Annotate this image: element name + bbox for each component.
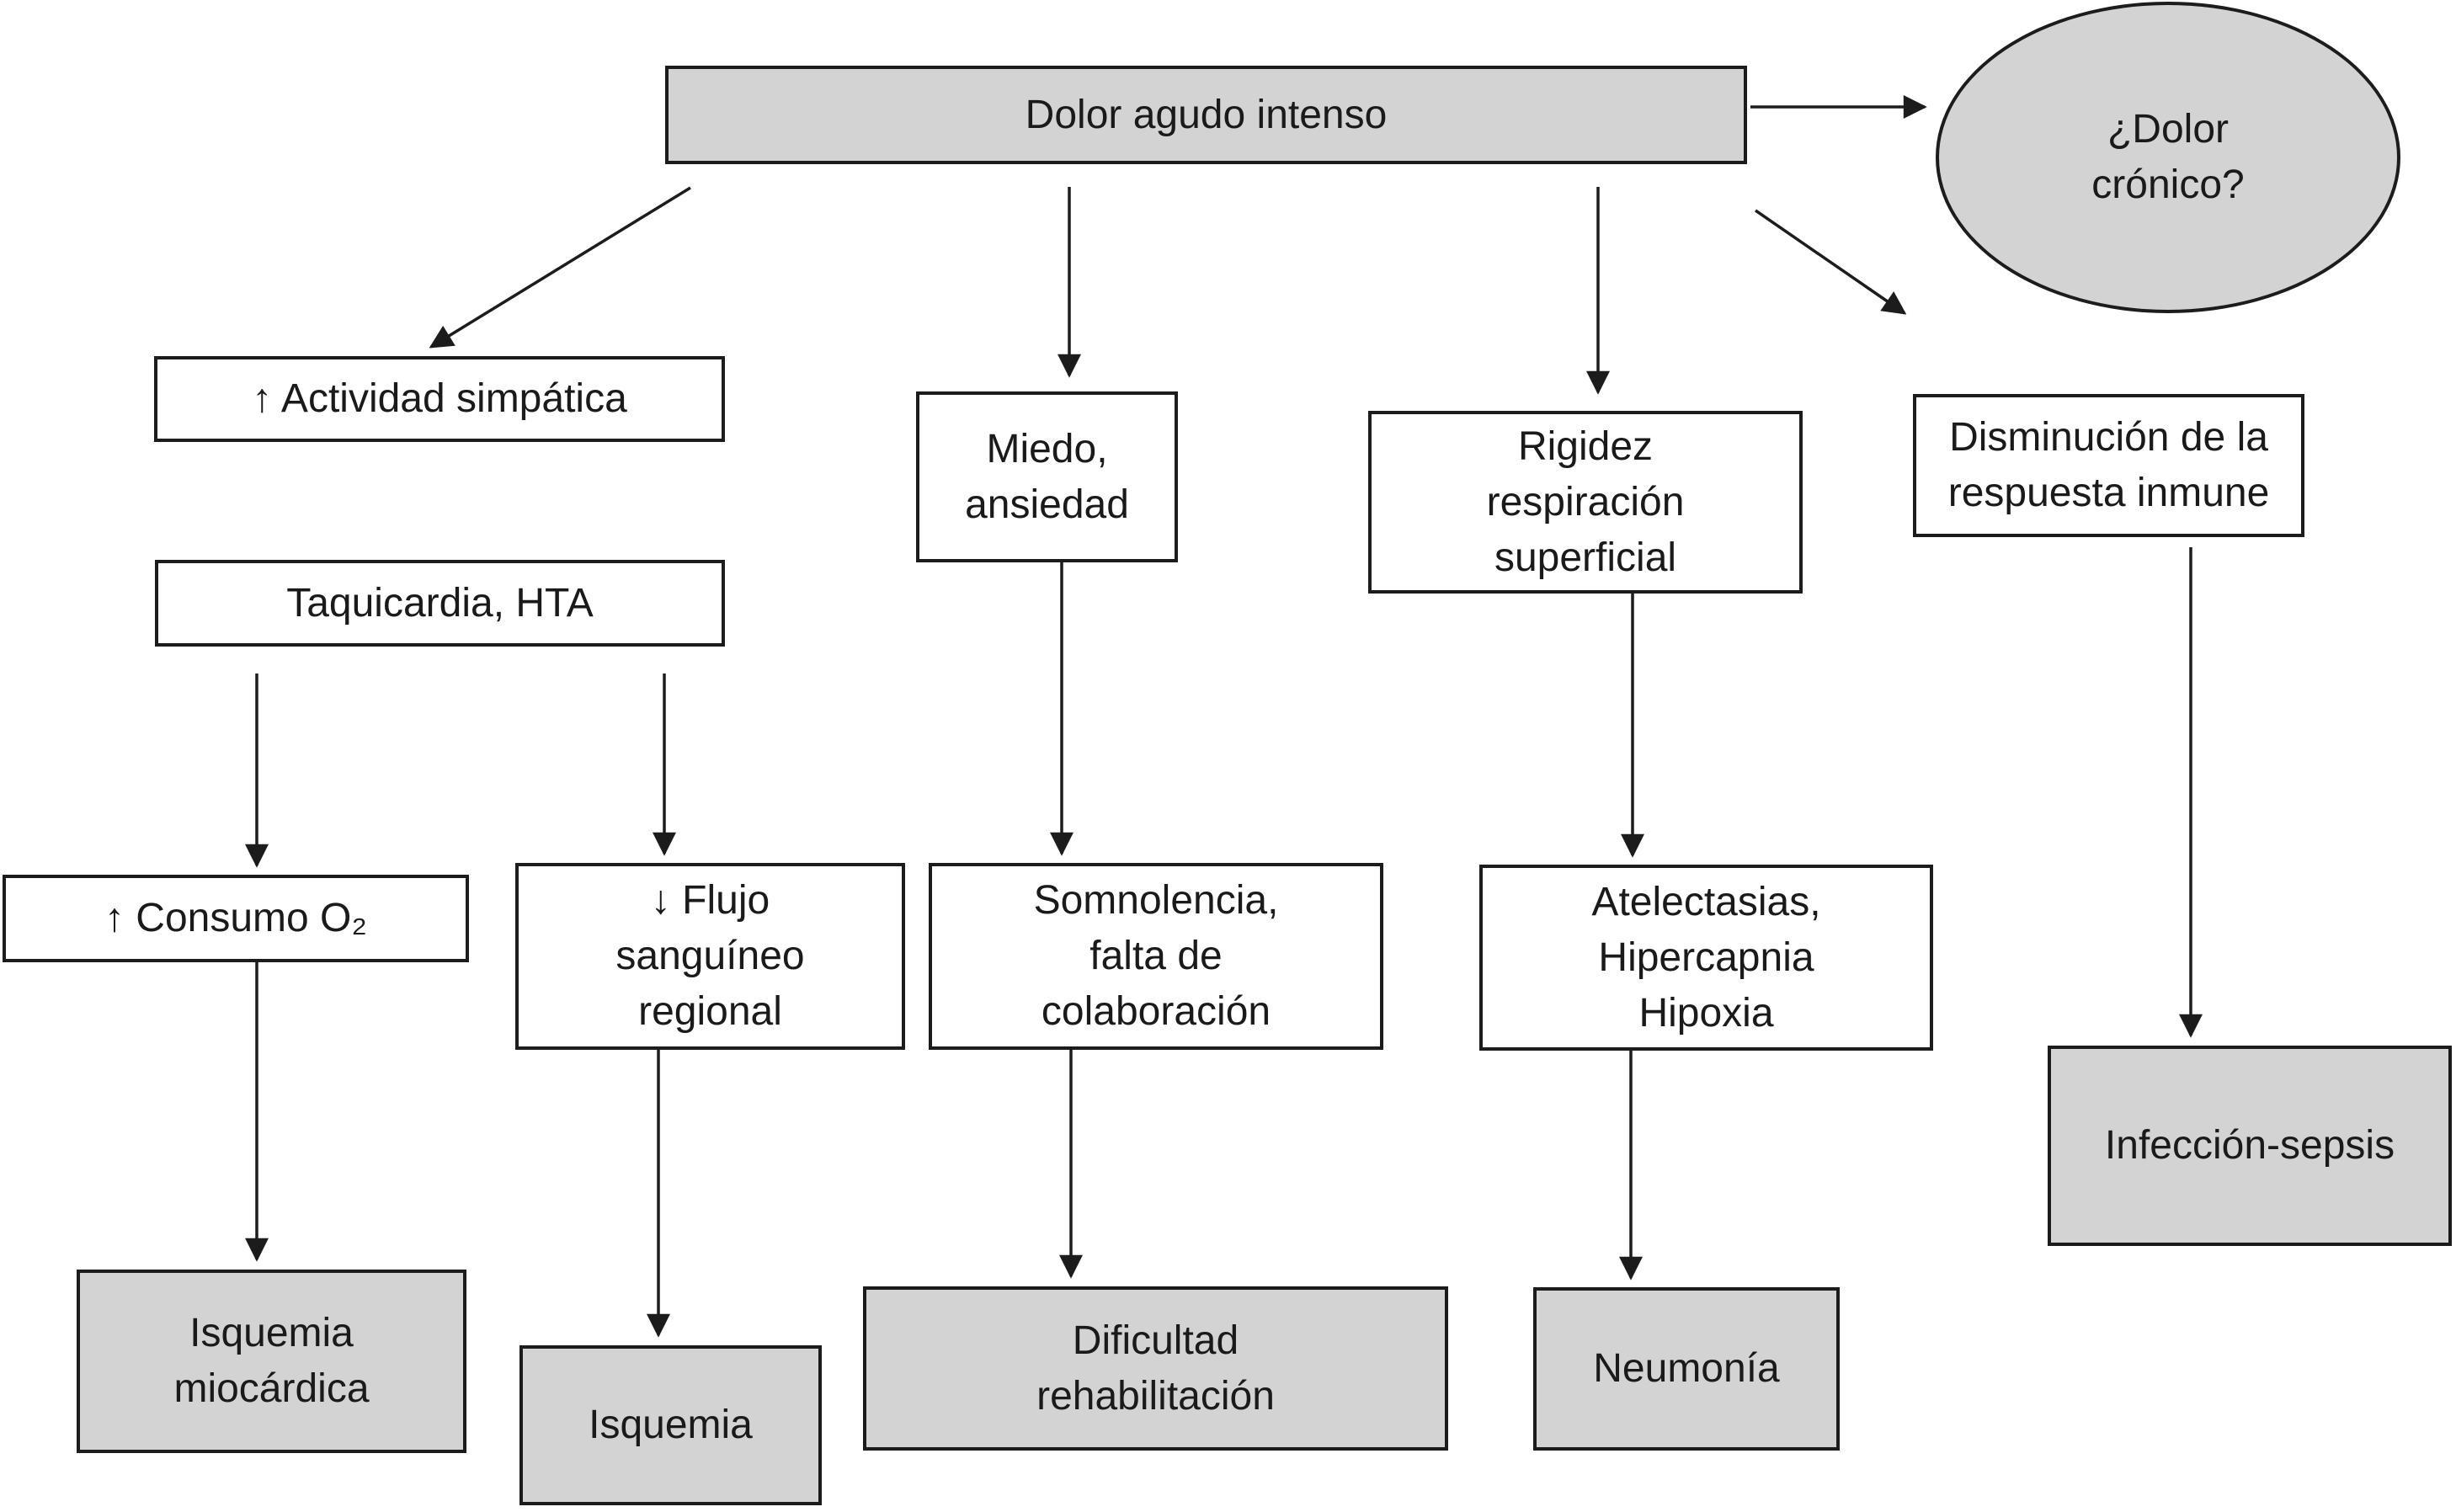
node-flujo-sanguineo-label: ↓ Flujo sanguíneo regional [615, 878, 805, 1034]
node-actividad-simpatica-label: ↑ Actividad simpática [252, 376, 627, 421]
node-flujo-sanguineo: ↓ Flujo sanguíneo regional [515, 863, 905, 1050]
node-isquemia-miocardica: Isquemia miocárdica [77, 1270, 466, 1453]
node-dolor-cronico-label: ¿Dolor crónico? [2091, 107, 2245, 207]
node-somnolencia-label: Somnolencia, falta de colaboración [1033, 878, 1279, 1034]
node-disminucion-inmune: Disminución de la respuesta inmune [1913, 394, 2304, 537]
node-atelectasias-label: Atelectasias, Hipercapnia Hipoxia [1591, 879, 1821, 1036]
node-dificultad-rehabilitacion: Dificultad rehabilitación [863, 1286, 1448, 1451]
node-rigidez-respiracion-label: Rigidez respiración superficial [1486, 423, 1685, 580]
node-dolor-agudo-intenso-label: Dolor agudo intenso [1025, 92, 1388, 137]
node-isquemia: Isquemia [519, 1345, 822, 1505]
node-isquemia-miocardica-label: Isquemia miocárdica [173, 1311, 370, 1411]
node-infeccion-sepsis-label: Infección-sepsis [2104, 1123, 2395, 1168]
node-somnolencia: Somnolencia, falta de colaboración [929, 863, 1383, 1050]
node-consumo-o2: ↑ Consumo O₂ [3, 875, 469, 962]
node-miedo-ansiedad-label: Miedo, ansiedad [965, 426, 1129, 527]
node-infeccion-sepsis: Infección-sepsis [2048, 1046, 2452, 1246]
node-taquicardia-hta: Taquicardia, HTA [155, 560, 725, 647]
node-isquemia-label: Isquemia [589, 1403, 753, 1447]
node-miedo-ansiedad: Miedo, ansiedad [916, 391, 1178, 562]
node-dificultad-rehabilitacion-label: Dificultad rehabilitación [1036, 1318, 1275, 1419]
node-rigidez-respiracion: Rigidez respiración superficial [1368, 411, 1803, 594]
node-neumonia: Neumonía [1533, 1287, 1840, 1451]
node-dolor-cronico: ¿Dolor crónico? [1936, 2, 2400, 313]
node-disminucion-inmune-label: Disminución de la respuesta inmune [1947, 415, 2270, 515]
edge-dolor_agudo_intenso-to-actividad_simpatica [429, 186, 691, 349]
node-neumonia-label: Neumonía [1593, 1346, 1780, 1391]
node-taquicardia-hta-label: Taquicardia, HTA [286, 580, 594, 626]
node-actividad-simpatica: ↑ Actividad simpática [154, 356, 725, 442]
edge-dolor_agudo_intenso-to-disminucion_inmune [1755, 209, 1907, 315]
node-dolor-agudo-intenso: Dolor agudo intenso [665, 66, 1747, 164]
node-atelectasias: Atelectasias, Hipercapnia Hipoxia [1479, 865, 1933, 1051]
node-consumo-o2-label: ↑ Consumo O₂ [104, 896, 368, 940]
